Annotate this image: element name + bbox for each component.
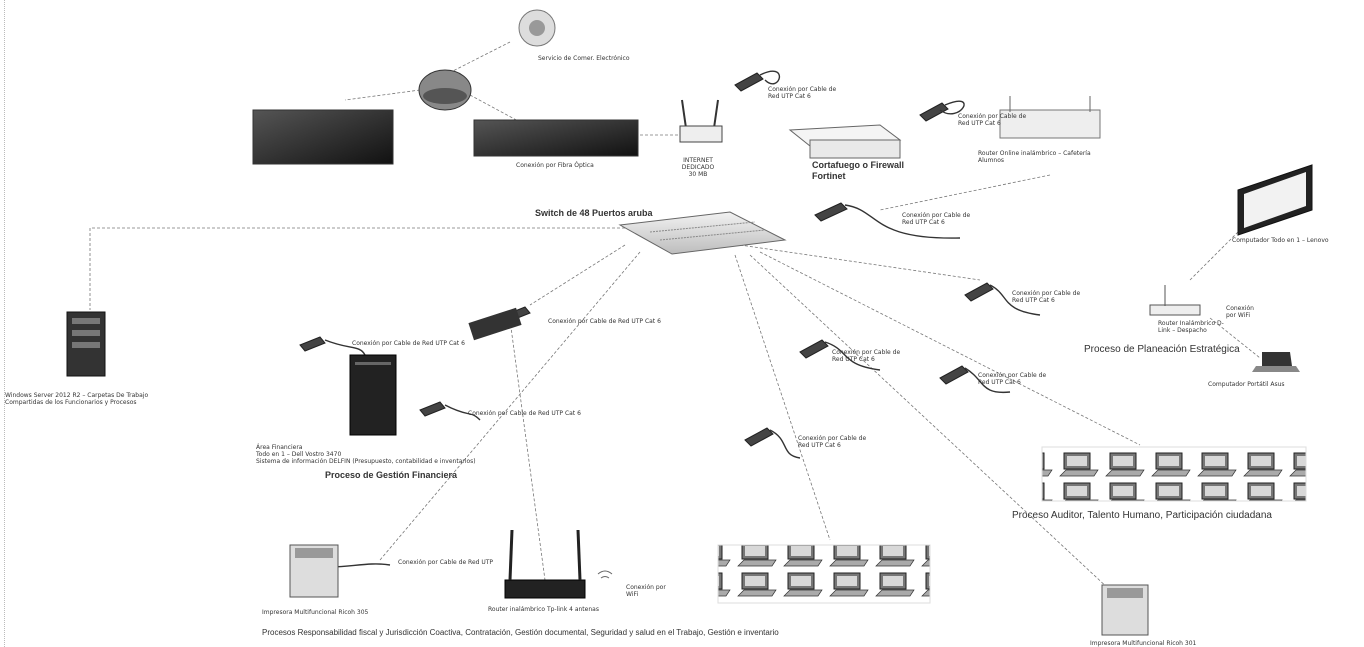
cable-mid2-label: Conexión por Cable de Red UTP Cat 6 xyxy=(798,435,867,449)
cable-wires xyxy=(299,70,1041,568)
provider-image xyxy=(252,109,394,165)
cable-top-label: Conexión por Cable de Red UTP Cat 6 xyxy=(768,86,837,100)
bottom-process-title: Procesos Responsabilidad fiscal y Jurisd… xyxy=(262,628,779,637)
connection-lines xyxy=(89,41,1261,591)
line-ecommerce xyxy=(444,41,511,76)
wifi-planeacion-label: Conexión por WiFi xyxy=(1226,305,1254,319)
financial-description: Área Financiera Todo en 1 – Dell Vostro … xyxy=(256,444,476,465)
router-planeacion-icon xyxy=(1149,285,1201,316)
page-edge xyxy=(0,0,5,647)
router-top-icon xyxy=(999,96,1101,139)
auditor-process-title: Proceso Auditor, Talento Humano, Partici… xyxy=(1012,510,1272,521)
firewall-label: Cortafuego o Firewall Fortinet xyxy=(812,160,905,181)
line-router-laptop xyxy=(1209,317,1261,359)
line-switch-printer-right xyxy=(749,254,1111,591)
planeacion-process-title: Proceso de Planeación Estratégica xyxy=(1084,344,1240,355)
switch-title: Switch de 48 Puertos aruba xyxy=(535,208,653,218)
bottom-computers-icon xyxy=(717,544,931,604)
all-in-one-computer-icon xyxy=(1237,164,1313,236)
router-planeacion-label: Router Inalámbrico D- Link – Despacho xyxy=(1158,320,1224,334)
server-label: Windows Server 2012 R2 – Carpetas De Tra… xyxy=(5,392,149,406)
cable-mid1-label: Conexión por Cable de Red UTP Cat 6 xyxy=(832,349,901,363)
financial-tower-icon xyxy=(349,354,397,436)
cable-planeacion-label: Conexión por Cable de Red UTP Cat 6 xyxy=(1012,290,1081,304)
printer-left-icon xyxy=(289,544,339,598)
line-switch-bottom-pcs xyxy=(734,254,831,541)
printer-left-label: Impresora Multifuncional Ricoh 305 xyxy=(262,609,369,616)
printer-right-label: Impresora Multifuncional Ricoh 301 xyxy=(1090,640,1197,647)
switch-48-ports-icon xyxy=(618,211,787,255)
router-top-label: Router Online inalámbrico – Cafetería Al… xyxy=(978,150,1091,164)
internet-label: INTERNET DEDICADO 30 MB xyxy=(681,157,715,178)
cable-fin-top-label: Conexión por Cable de Red UTP Cat 6 xyxy=(548,318,661,325)
small-device-icon xyxy=(468,307,522,341)
line-switch-fin xyxy=(529,244,626,306)
ecommerce-label: Servicio de Comer. Electrónico xyxy=(538,55,630,62)
server-icon xyxy=(66,311,106,377)
firewall-icon xyxy=(788,124,902,159)
financiera-process-title: Proceso de Gestión Financiera xyxy=(325,470,458,480)
cable-fin2-label: Conexión por Cable de Red UTP Cat 6 xyxy=(468,410,581,417)
line-switch-printer-left xyxy=(379,251,641,561)
ecommerce-disc-icon xyxy=(518,9,556,47)
internet-globe-icon xyxy=(418,69,472,111)
cable-fin1-label: Conexión por Cable de Red UTP Cat 6 xyxy=(352,340,465,347)
laptop-icon xyxy=(1252,352,1300,372)
cable-switch-label: Conexión por Cable de Red UTP Cat 6 xyxy=(902,212,971,226)
line-switch-router-bottom xyxy=(509,319,546,581)
printer-right-icon xyxy=(1101,584,1149,636)
fiber-label: Conexión por Fibra Óptica xyxy=(516,162,594,169)
auditor-computers-icon xyxy=(1041,446,1307,502)
printer-left-cable-label: Conexión por Cable de Red UTP xyxy=(398,559,494,566)
line-switch-server xyxy=(89,227,630,310)
wifi-icon xyxy=(597,570,613,579)
laptop-label: Computador Portátil Asus xyxy=(1208,381,1285,388)
router-bottom-icon xyxy=(504,529,586,599)
cable-auditor-label: Conexión por Cable de Red UTP Cat 6 xyxy=(978,372,1047,386)
fiber-optic-icon xyxy=(473,119,639,157)
modem-icon xyxy=(679,99,723,143)
line-cloud-image xyxy=(344,89,421,101)
line-cloud-fiber xyxy=(469,94,521,123)
line-switch-planeacion xyxy=(739,244,981,281)
wifi-bottom-label: Conexión por WiFi xyxy=(626,584,666,598)
line-router-allinone xyxy=(1189,229,1241,281)
line-switch-auditor xyxy=(759,251,1141,446)
cable-router-label: Conexión por Cable de Red UTP Cat 6 xyxy=(958,113,1027,127)
cable-icons xyxy=(299,72,994,447)
all-in-one-label: Computador Todo en 1 – Lenovo xyxy=(1232,237,1329,244)
router-bottom-label: Router inalámbrico Tp-link 4 antenas xyxy=(488,606,599,613)
line-router-switch xyxy=(879,174,1051,211)
